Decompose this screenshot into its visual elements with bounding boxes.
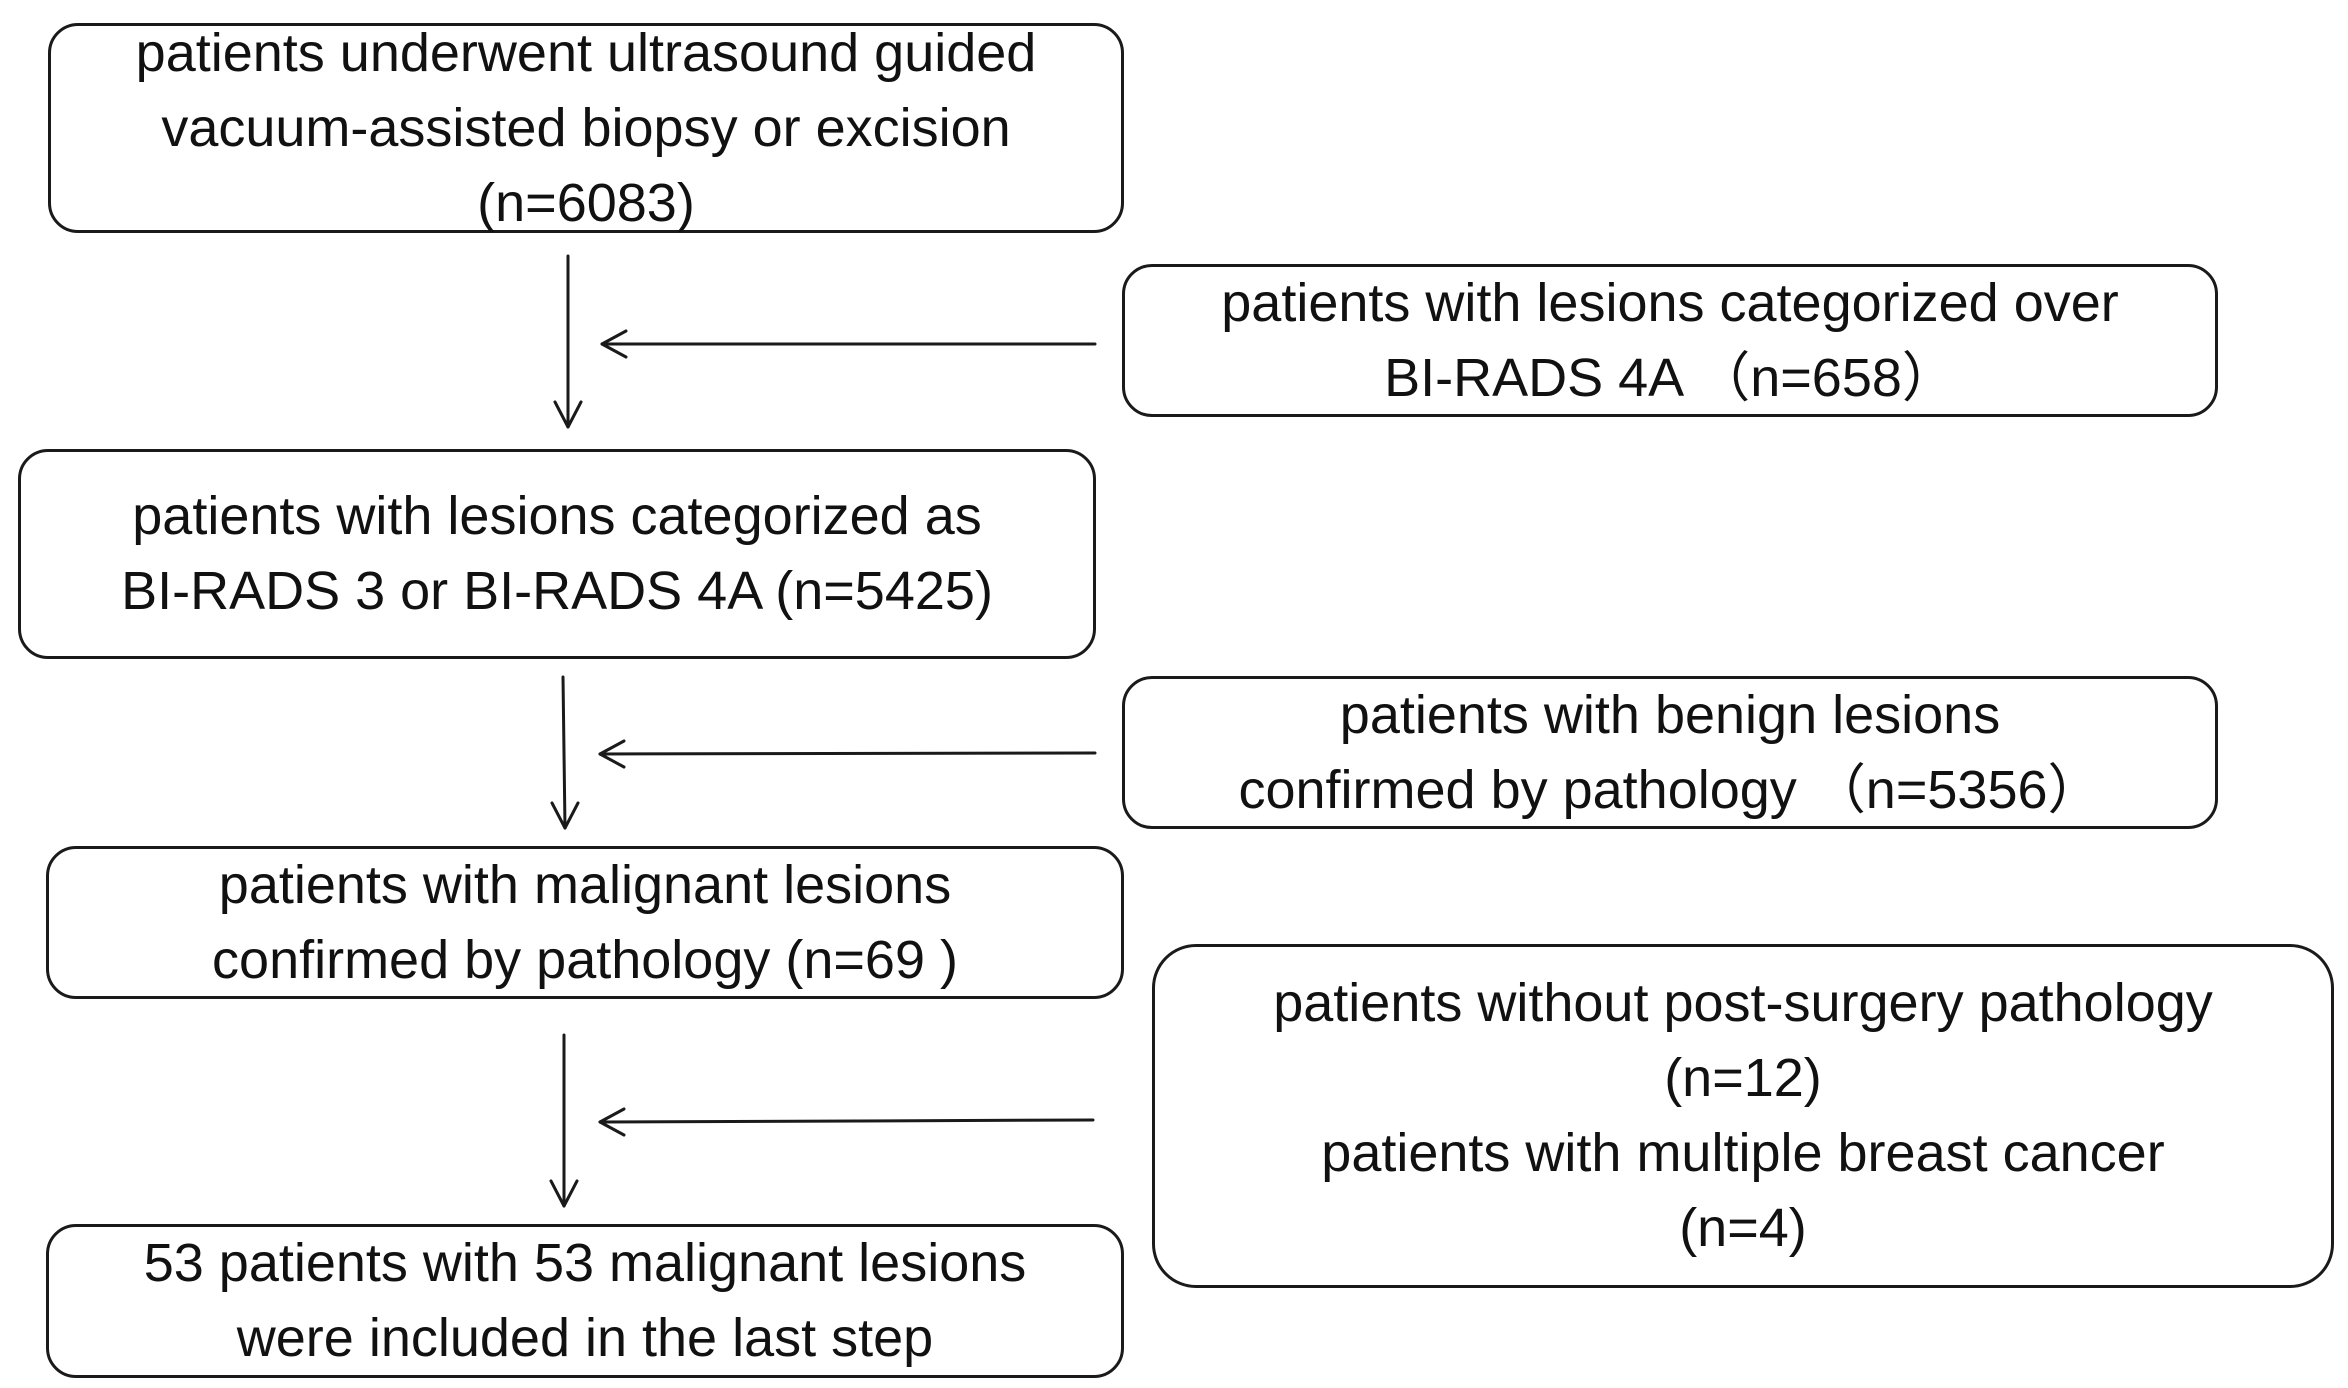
step-malignant-lesions-line-2: confirmed by pathology (n=69 ) <box>212 929 958 990</box>
exclusion-pathology-multiple-line-4: (n=4) <box>1679 1198 1807 1258</box>
exclusion-pathology-multiple: patients without post-surgery pathology … <box>1152 944 2334 1288</box>
step-initial-cohort-line-3: (n=6083) <box>477 172 695 233</box>
arrow-down-2 <box>550 675 580 830</box>
exclusion-over-birads-4a: patients with lesions categorized over B… <box>1122 264 2218 417</box>
exclusion-pathology-multiple-line-2: (n=12) <box>1664 1048 1822 1108</box>
step-birads-3-4a-line-2: BI-RADS 3 or BI-RADS 4A (n=5425) <box>121 561 993 621</box>
exclusion-over-birads-4a-line-2: BI-RADS 4A （n=658） <box>1384 347 1956 408</box>
arrow-left-2 <box>598 739 1097 769</box>
step-birads-3-4a: patients with lesions categorized as BI-… <box>18 449 1096 659</box>
step-birads-3-4a-line-1: patients with lesions categorized as <box>132 486 982 546</box>
exclusion-benign-lesions-line-1: patients with benign lesions <box>1339 684 2001 745</box>
exclusion-pathology-multiple-line-1: patients without post-surgery pathology <box>1273 973 2213 1033</box>
step-malignant-lesions-line-1: patients with malignant lesions <box>218 854 952 915</box>
step-initial-cohort: patients underwent ultrasound guided vac… <box>48 23 1124 233</box>
step-final-included-line-1: 53 patients with 53 malignant lesions <box>143 1233 1027 1293</box>
step-initial-cohort-line-2: vacuum-assisted biopsy or excision <box>161 97 1011 158</box>
step-final-included-line-2: were included in the last step <box>236 1308 934 1368</box>
arrow-left-1 <box>600 329 1097 359</box>
step-malignant-lesions: patients with malignant lesions confirme… <box>46 846 1124 999</box>
exclusion-over-birads-4a-line-1: patients with lesions categorized over <box>1221 272 2119 333</box>
step-final-included: 53 patients with 53 malignant lesions we… <box>46 1224 1124 1378</box>
exclusion-pathology-multiple-line-3: patients with multiple breast cancer <box>1321 1123 2165 1183</box>
arrow-left-3 <box>598 1107 1095 1137</box>
exclusion-benign-lesions-line-2: confirmed by pathology （n=5356） <box>1238 759 2102 820</box>
exclusion-benign-lesions: patients with benign lesions confirmed b… <box>1122 676 2218 829</box>
arrow-down-1 <box>553 254 583 429</box>
arrow-down-3 <box>549 1033 579 1208</box>
step-initial-cohort-line-1: patients underwent ultrasound guided <box>135 22 1037 83</box>
